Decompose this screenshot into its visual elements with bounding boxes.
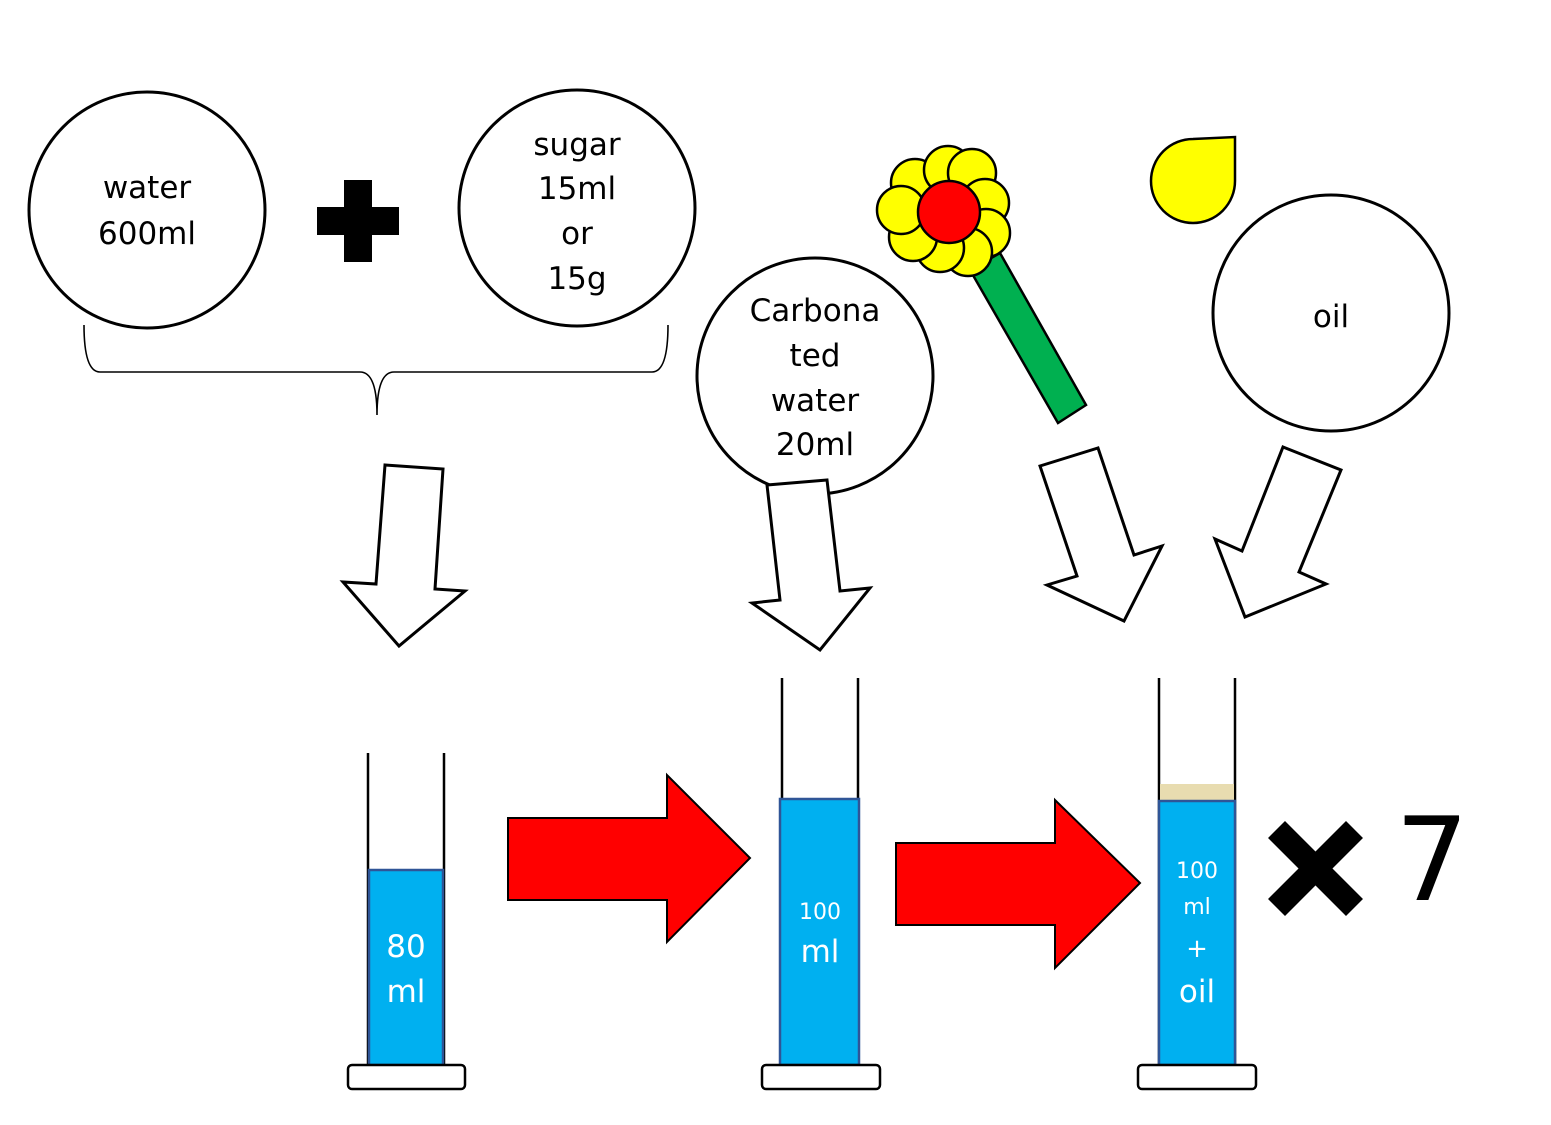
cylinder-3-label-line-1: 100 xyxy=(1176,859,1218,884)
flow-arrow-carbonated-to-cylinder xyxy=(747,478,874,653)
carbonated-label-line-1: Carbona xyxy=(750,293,881,329)
water-label-line-1: water xyxy=(103,170,192,206)
carbonated-label-line-2: ted xyxy=(790,338,841,374)
cylinder-2-label-line-2: ml xyxy=(801,934,840,970)
carbonated-label-line-3: water xyxy=(771,383,860,419)
cylinder-base xyxy=(760,1063,882,1091)
flow-arrow-flower-to-cylinder xyxy=(1038,446,1165,623)
oil-layer xyxy=(1160,784,1234,801)
cylinder-2-label-line-1: 100 xyxy=(799,900,841,925)
process-arrow-1 xyxy=(507,772,752,945)
flow-arrow-mix-to-cylinder xyxy=(339,463,469,649)
sugar-label-line-3: or xyxy=(561,216,593,252)
sugar-circle: sugar 15ml or 15g xyxy=(457,88,697,328)
water-label-line-2: 600ml xyxy=(98,216,196,252)
cylinder-1-label-line-2: ml xyxy=(387,974,426,1010)
multiply-icon xyxy=(1268,821,1363,916)
cylinder-3-label-line-4: oil xyxy=(1179,974,1215,1010)
liquid-100ml xyxy=(778,797,861,1067)
cylinder-100ml: 100 ml xyxy=(760,678,882,1091)
cylinder-3-label-line-2: ml xyxy=(1183,895,1211,920)
water-circle: water 600ml xyxy=(27,90,267,330)
oil-drop-icon xyxy=(1149,135,1237,225)
sugar-label-line-2: 15ml xyxy=(538,171,616,207)
carbonated-water-circle: Carbona ted water 20ml xyxy=(695,256,935,496)
cylinder-base xyxy=(346,1063,467,1091)
process-arrow-2 xyxy=(895,797,1142,971)
multiplier-value: 7 xyxy=(1395,793,1469,928)
carbonated-label-line-4: 20ml xyxy=(776,427,854,463)
sugar-label-line-4: 15g xyxy=(547,261,606,297)
flower-icon xyxy=(875,144,1088,425)
flow-arrow-oil-to-cylinder xyxy=(1212,445,1343,619)
oil-label: oil xyxy=(1313,299,1349,335)
liquid-80ml xyxy=(367,868,445,1067)
cylinder-100ml-plus-oil: 100 ml + oil xyxy=(1136,678,1258,1091)
sugar-label-line-1: sugar xyxy=(533,127,620,163)
cylinder-base xyxy=(1136,1063,1258,1091)
grouping-brace xyxy=(83,324,669,416)
plus-icon xyxy=(317,180,399,262)
oil-circle: oil xyxy=(1211,193,1451,433)
cylinder-1-label-line-1: 80 xyxy=(386,929,425,965)
cylinder-80ml: 80 ml xyxy=(346,753,467,1091)
liquid-100ml-oil xyxy=(1157,799,1237,1067)
cylinder-3-label-line-3: + xyxy=(1186,934,1208,964)
